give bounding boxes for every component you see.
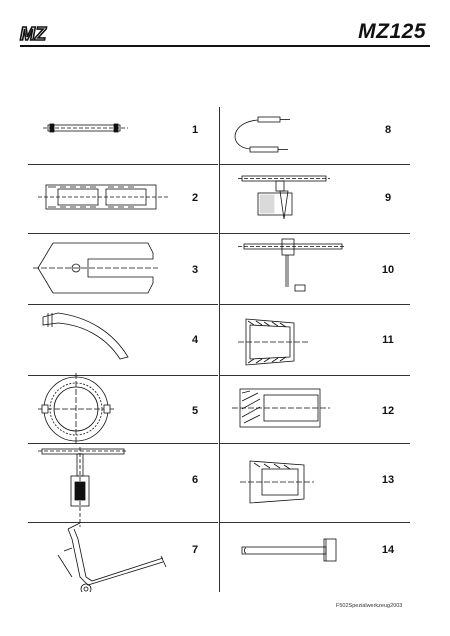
tool-4-drawing <box>42 312 129 360</box>
tool-number-14: 14 <box>381 544 395 556</box>
tool-cell-7 <box>28 522 218 592</box>
tool-number-6: 6 <box>191 474 199 486</box>
document-code: F502Spezialwerkzeug2003 <box>336 603 403 609</box>
tool-2-drawing <box>38 184 168 210</box>
left-column-drawings <box>33 123 168 592</box>
right-column-drawings <box>232 116 346 562</box>
tool-cell-6 <box>28 443 218 512</box>
header-rule <box>20 45 430 47</box>
column-divider <box>219 107 220 592</box>
tool-cell-9 <box>220 164 410 233</box>
tool-cell-11 <box>220 304 410 373</box>
tool-11-drawing <box>238 318 310 366</box>
tool-number-4: 4 <box>191 334 199 346</box>
tool-number-3: 3 <box>191 264 199 276</box>
tool-cell-4 <box>28 304 218 373</box>
tool-cell-12 <box>220 375 410 444</box>
tool-9-drawing <box>238 175 330 220</box>
tool-number-1: 1 <box>191 124 199 136</box>
tool-10-drawing <box>238 238 346 292</box>
tool-cell-5 <box>28 375 218 444</box>
tool-14-drawing <box>241 538 337 562</box>
tool-5-drawing <box>38 373 114 445</box>
tool-number-11: 11 <box>382 334 394 346</box>
page-header: MZ MZ125 <box>0 0 450 50</box>
tool-cell-10 <box>220 233 410 302</box>
mz-logo: MZ <box>19 24 48 44</box>
tool-cell-13 <box>220 443 410 512</box>
document-title: MZ125 <box>358 20 426 43</box>
tool-7-drawing <box>57 522 167 592</box>
tool-cell-14 <box>220 522 410 592</box>
tool-number-10: 10 <box>381 264 395 276</box>
tool-number-13: 13 <box>381 474 395 486</box>
tool-number-5: 5 <box>191 405 199 417</box>
tool-number-12: 12 <box>381 405 395 417</box>
tool-number-8: 8 <box>384 124 392 136</box>
tool-cell-2 <box>28 164 218 233</box>
tool-1-drawing <box>43 123 128 133</box>
tool-12-drawing <box>232 388 330 428</box>
tool-6-drawing <box>38 447 128 527</box>
tool-number-9: 9 <box>384 192 392 204</box>
logo-text: MZ <box>20 24 47 44</box>
tool-number-7: 7 <box>191 544 199 556</box>
tool-cell-3 <box>28 233 218 302</box>
tool-3-drawing <box>33 242 158 294</box>
tool-13-drawing <box>240 460 314 504</box>
tool-number-2: 2 <box>191 192 199 204</box>
tool-8-drawing <box>234 116 290 153</box>
